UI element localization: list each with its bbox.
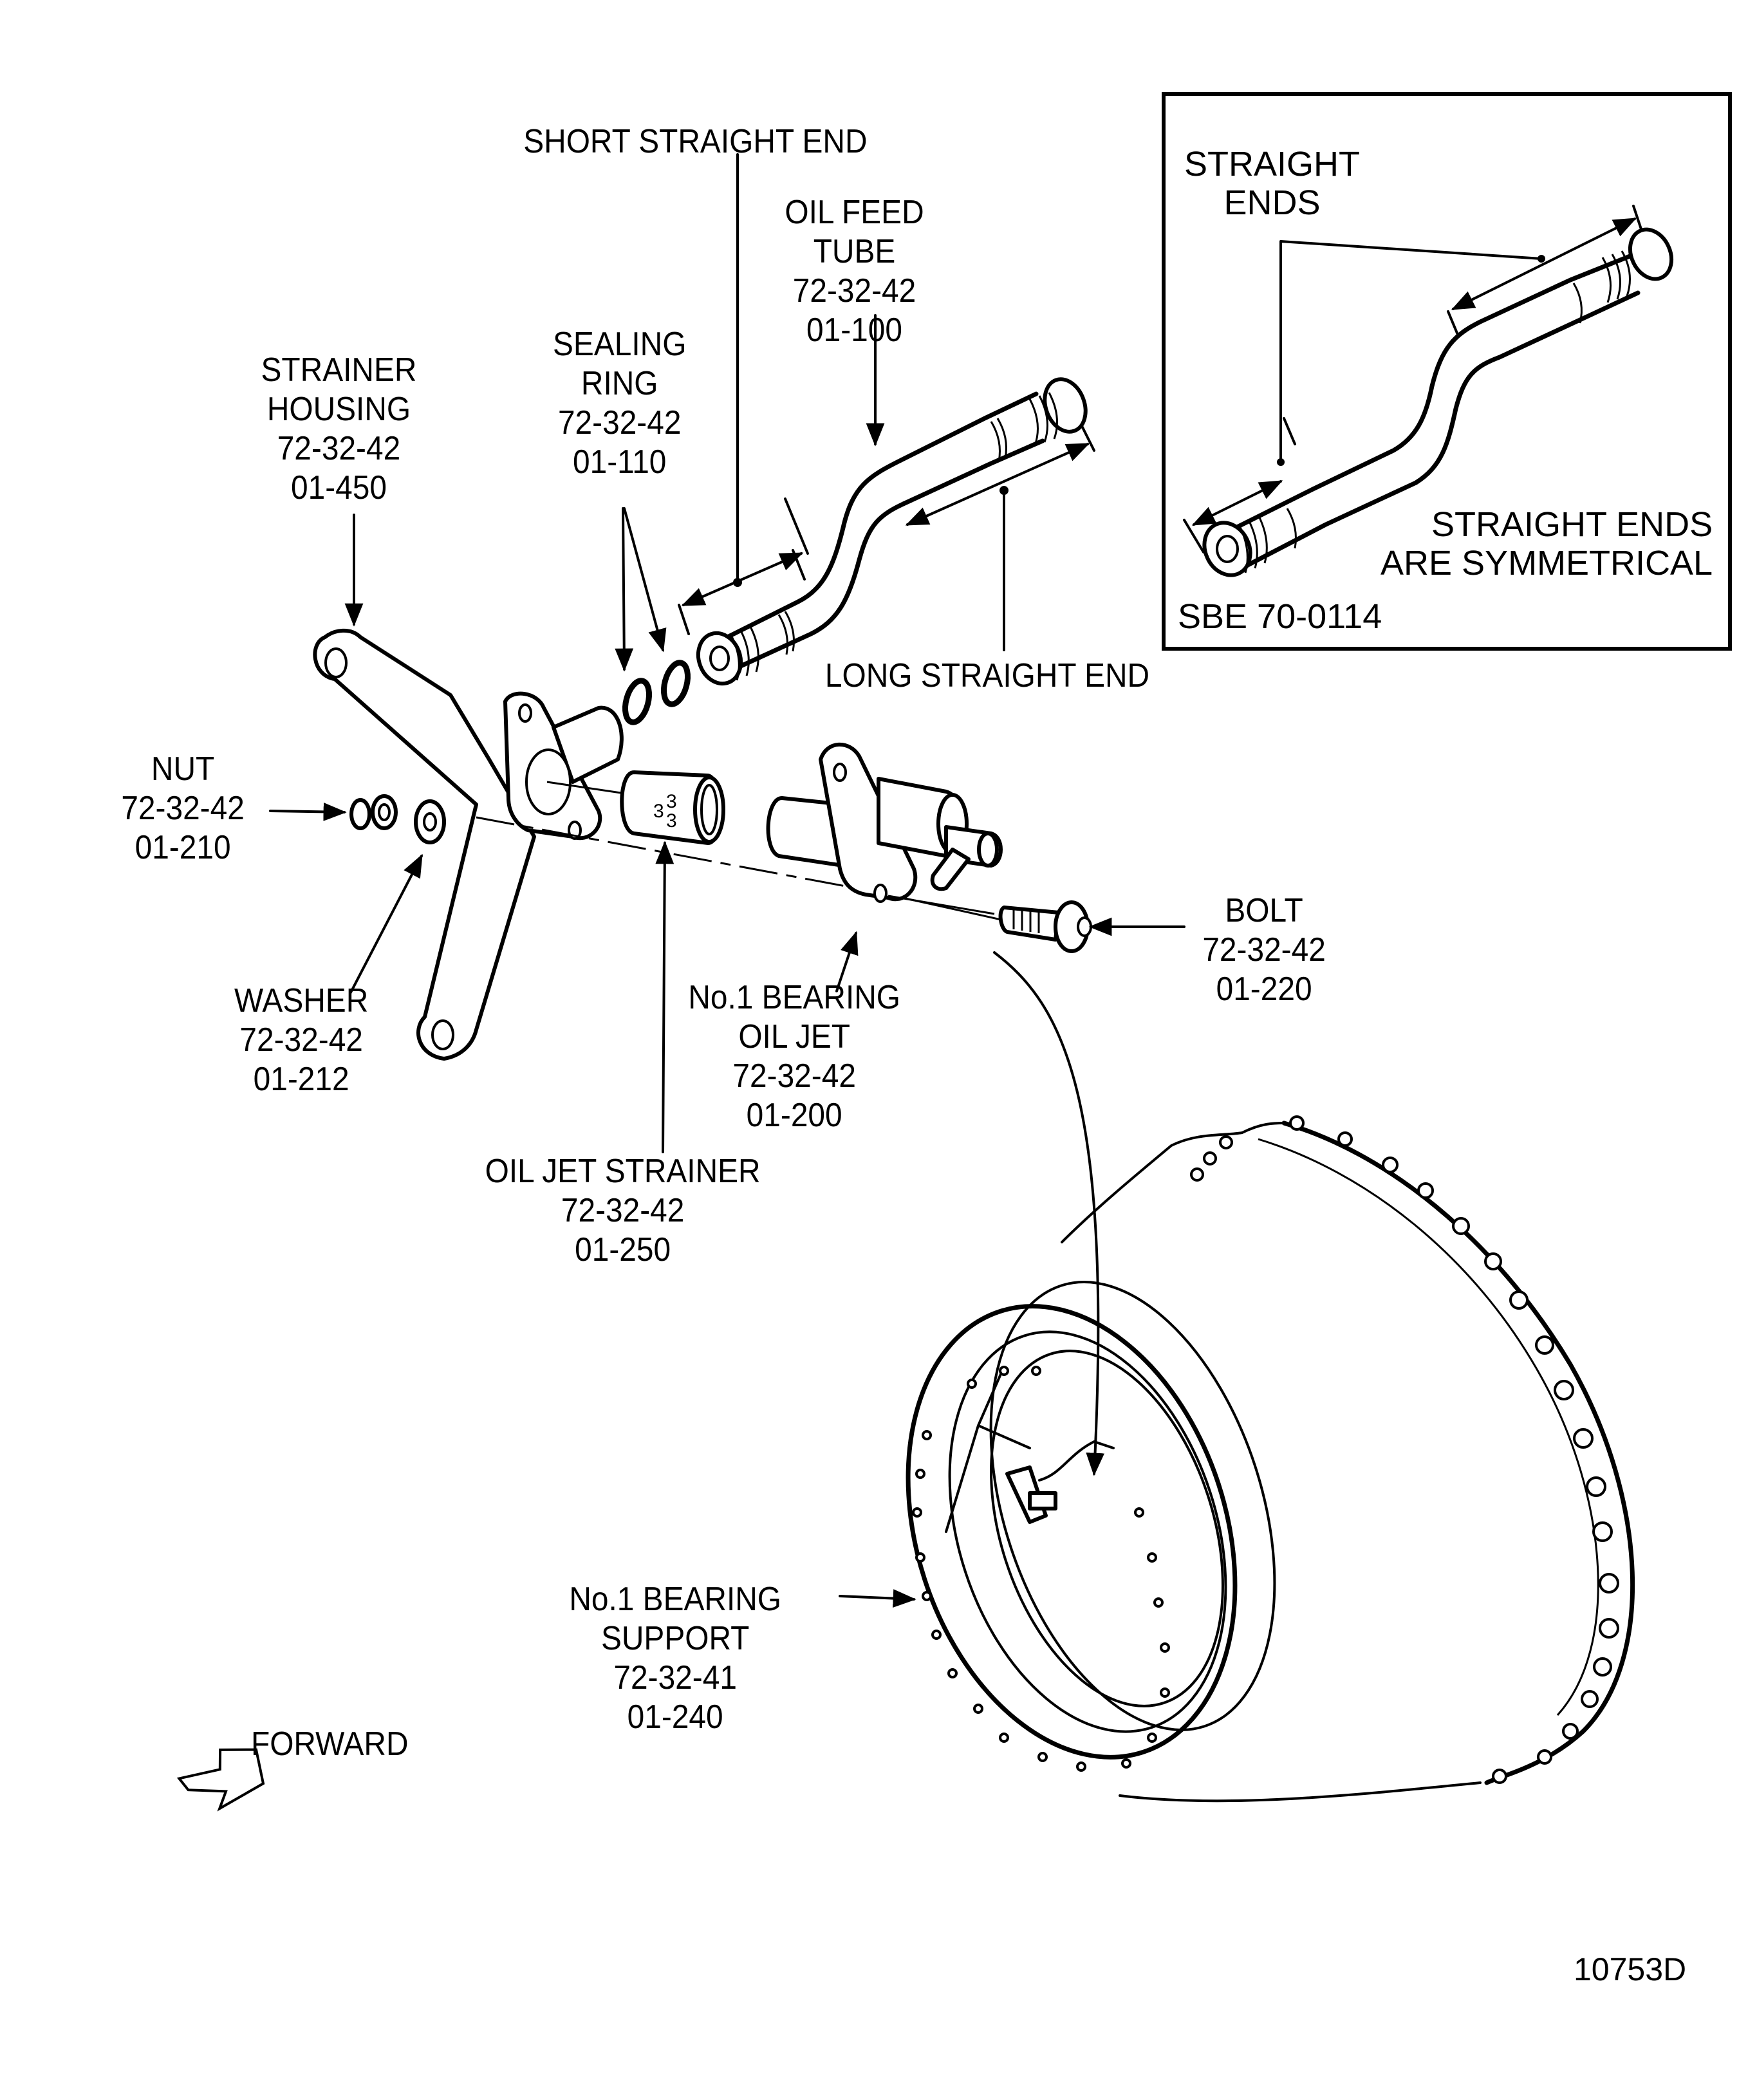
label-text: SBE 70-0114 (1178, 597, 1382, 636)
ref-number: 72-32-42 (732, 1057, 856, 1095)
washer-leader (349, 853, 423, 994)
flange-holes (912, 1366, 1170, 1772)
ref-number: 72-32-42 (561, 1192, 685, 1229)
item-number: 01-240 (627, 1698, 723, 1736)
oil-jet-strainer-label: OIL JET STRAINER 72-32-42 01-250 (485, 1152, 761, 1270)
sealing-ring-label: SEALING RING 72-32-42 01-110 (553, 325, 686, 482)
label-text: FORWARD (251, 1725, 409, 1763)
oil-feed-tube-drawing (696, 377, 1088, 686)
item-number: 01-100 (806, 311, 902, 349)
oil-jet-strainer-drawing: 3 3 3 (620, 770, 725, 1153)
item-number: 01-200 (746, 1097, 842, 1134)
label-text: NUT (151, 750, 215, 788)
short-straight-end-label: SHORT STRAIGHT END (523, 122, 867, 162)
svg-text:3: 3 (666, 791, 677, 812)
oil-feed-tube-label: OIL FEED TUBE 72-32-42 01-100 (785, 193, 924, 350)
label-text: SEALING (553, 326, 687, 363)
ref-number: 72-32-42 (277, 430, 401, 467)
oil-jet-label: No.1 BEARING OIL JET 72-32-42 01-200 (688, 978, 900, 1135)
label-text: STRAIGHT (1184, 145, 1361, 183)
inset-box (1162, 92, 1732, 651)
oil-jet-drawing (766, 742, 1003, 992)
ref-number: 72-32-42 (1202, 931, 1326, 969)
item-number: 01-210 (135, 829, 231, 866)
item-number: 01-250 (575, 1231, 671, 1268)
bolt-label: BOLT 72-32-42 01-220 (1202, 891, 1326, 1009)
item-number: 01-212 (253, 1061, 349, 1098)
ref-number: 72-32-42 (121, 790, 245, 827)
label-text: 10753D (1574, 1951, 1687, 1987)
service-bulletin-ref: SBE 70-0114 (1178, 597, 1382, 636)
figure-id: 10753D (1574, 1950, 1686, 1989)
nut-label: NUT 72-32-42 01-210 (121, 750, 245, 868)
nut-leader (269, 803, 347, 821)
ref-number: 72-32-42 (792, 272, 916, 310)
inset-dimension-lines (1183, 205, 1642, 553)
washer-drawing (414, 799, 446, 844)
label-text: OIL JET STRAINER (485, 1153, 761, 1190)
label-text: STRAINER (261, 351, 417, 389)
bolt-center-line (888, 895, 995, 915)
label-text: OIL JET (738, 1018, 851, 1055)
label-text: WASHER (234, 982, 369, 1019)
ref-number: 72-32-42 (239, 1021, 363, 1059)
label-text: No.1 BEARING (688, 979, 901, 1016)
label-text: LONG STRAIGHT END (824, 657, 1150, 694)
strainer-housing-drawing (313, 514, 624, 1061)
ref-number: 72-32-41 (613, 1659, 737, 1696)
inset-symmetrical-note: STRAIGHT ENDS ARE SYMMETRICAL (1380, 505, 1713, 582)
short-straight-end-dimension (678, 153, 806, 635)
svg-text:3: 3 (653, 801, 664, 822)
forward-label: FORWARD (251, 1725, 409, 1764)
item-number: 01-220 (1216, 971, 1312, 1008)
washer-label: WASHER 72-32-42 01-212 (234, 981, 368, 1099)
label-text: ENDS (1223, 183, 1321, 222)
nut-drawing (349, 794, 398, 830)
item-number: 01-450 (290, 469, 387, 506)
forward-arrow-icon (176, 1748, 265, 1812)
inset-tube-drawing (1202, 227, 1674, 577)
bearing-support-drawing (839, 1115, 1635, 1803)
rear-rim-bosses (1190, 1115, 1619, 1784)
label-text: STRAIGHT ENDS (1431, 505, 1713, 544)
label-text: HOUSING (266, 391, 411, 428)
svg-text:3: 3 (666, 810, 677, 832)
label-text: RING (581, 365, 658, 402)
label-text: ARE SYMMETRICAL (1380, 544, 1713, 582)
sealing-rings-drawing (615, 507, 691, 725)
item-number: 01-110 (572, 443, 667, 481)
label-text: No.1 BEARING (569, 1581, 782, 1618)
bearing-support-label: No.1 BEARING SUPPORT 72-32-41 01-240 (569, 1580, 781, 1737)
ref-number: 72-32-42 (557, 404, 682, 441)
label-text: SHORT STRAIGHT END (523, 123, 868, 160)
strainer-housing-label: STRAINER HOUSING 72-32-42 01-450 (261, 351, 417, 508)
label-text: OIL FEED (785, 194, 924, 231)
long-straight-end-dimension (784, 423, 1095, 651)
label-text: BOLT (1225, 892, 1303, 929)
inset-straight-ends-title: STRAIGHT ENDS (1184, 145, 1360, 222)
label-text: TUBE (813, 233, 896, 270)
bolt-drawing (993, 900, 1185, 1476)
long-straight-end-label: LONG STRAIGHT END (825, 656, 1149, 696)
label-text: SUPPORT (600, 1620, 750, 1657)
